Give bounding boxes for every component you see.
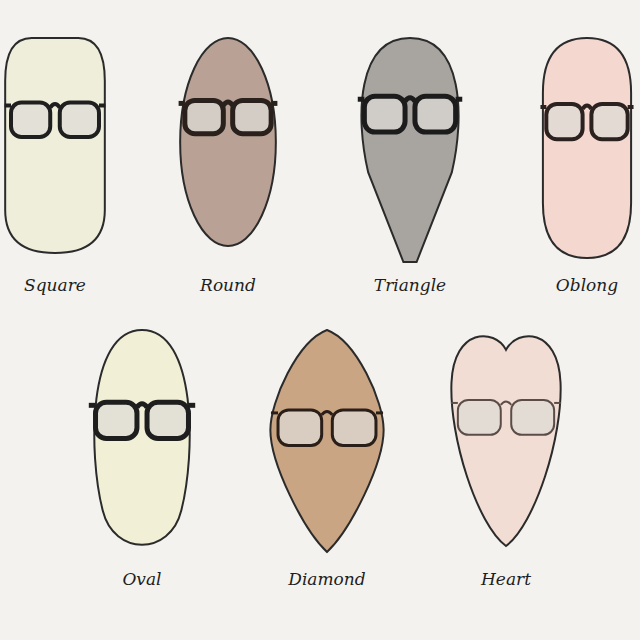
- bridge: [583, 106, 592, 110]
- bridge: [501, 401, 511, 405]
- temple: [540, 105, 546, 109]
- shape-label: Oblong: [538, 274, 636, 296]
- lens: [185, 100, 223, 133]
- lens: [147, 402, 188, 438]
- face-shape: Heart: [448, 328, 564, 594]
- lens: [96, 402, 137, 438]
- lens: [60, 103, 99, 137]
- face: [361, 38, 458, 262]
- temple: [554, 402, 561, 404]
- shape-label: Heart: [448, 568, 564, 590]
- lens: [278, 410, 322, 446]
- lens: [511, 400, 554, 435]
- glasses: [271, 410, 383, 446]
- bridge: [137, 404, 147, 408]
- face-shape: Oblong: [538, 38, 636, 300]
- shape-label: Diamond: [268, 568, 386, 590]
- lens: [415, 96, 456, 132]
- lens: [11, 103, 50, 137]
- temple: [5, 104, 11, 108]
- glasses: [451, 400, 561, 435]
- face-shape: Round: [176, 38, 280, 300]
- shape-label: Triangle: [355, 274, 465, 296]
- glasses: [540, 104, 633, 139]
- face-shape: Diamond: [268, 330, 386, 594]
- face-outline: [538, 38, 636, 300]
- face-shape: Oval: [86, 330, 198, 594]
- lens: [546, 104, 582, 139]
- face-outline: [448, 328, 564, 594]
- face: [5, 38, 105, 253]
- face-outline: [2, 38, 108, 300]
- face-outline: [176, 38, 280, 300]
- bridge: [50, 104, 60, 108]
- temple: [628, 105, 634, 109]
- bridge: [322, 411, 333, 415]
- face: [94, 330, 189, 545]
- lens: [233, 100, 271, 133]
- face-outline: [268, 330, 386, 594]
- glasses: [89, 402, 195, 438]
- face-shape: Triangle: [355, 38, 465, 300]
- lens: [458, 400, 501, 435]
- lens: [591, 104, 627, 139]
- shape-label: Round: [176, 274, 280, 296]
- bridge: [405, 98, 415, 102]
- shape-label: Square: [2, 274, 108, 296]
- glasses: [5, 103, 106, 137]
- face: [543, 38, 631, 258]
- face-outline: [86, 330, 198, 594]
- shape-label: Oval: [86, 568, 198, 590]
- temple: [376, 411, 383, 414]
- face: [180, 38, 276, 246]
- temple: [99, 104, 105, 108]
- glasses: [358, 96, 463, 132]
- face: [451, 336, 560, 546]
- lens: [332, 410, 376, 446]
- glasses: [179, 100, 278, 133]
- temple: [271, 411, 278, 414]
- temple: [451, 402, 458, 404]
- lens: [364, 96, 405, 132]
- face-shape: Square: [2, 38, 108, 300]
- face-outline: [355, 38, 465, 300]
- bridge: [223, 102, 232, 106]
- face: [270, 330, 383, 552]
